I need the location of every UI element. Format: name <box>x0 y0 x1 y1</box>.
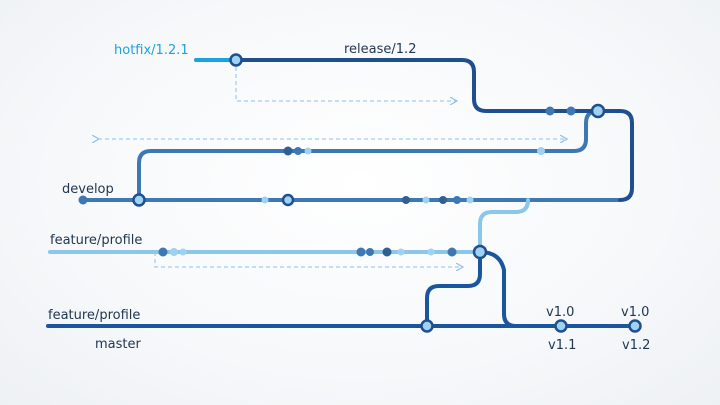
commit-node[interactable] <box>397 248 405 256</box>
commit-node[interactable] <box>466 196 474 204</box>
commit-node[interactable] <box>261 196 269 204</box>
commit-node[interactable] <box>566 106 576 116</box>
commit-node[interactable] <box>628 319 642 333</box>
branch-label-feature-upper: feature/profile <box>50 233 142 248</box>
commit-node[interactable] <box>170 248 178 256</box>
commit-node[interactable] <box>158 247 168 257</box>
commit-node[interactable] <box>179 248 187 256</box>
dashed-arrow-release <box>235 60 456 101</box>
branch-label-master: master <box>95 337 141 352</box>
branch-label-hotfix: hotfix/1.2.1 <box>114 43 189 58</box>
commit-node[interactable] <box>545 106 555 116</box>
branch-line-feature-to-develop <box>478 198 530 254</box>
dashed-arrow-feature <box>154 252 462 267</box>
commit-node[interactable] <box>402 196 410 204</box>
commit-node[interactable] <box>304 147 312 155</box>
tag-label-v1-2: v1.2 <box>622 338 650 353</box>
commit-node[interactable] <box>537 147 545 155</box>
branch-label-develop: develop <box>62 182 114 197</box>
branch-line-develop-loop <box>137 109 600 202</box>
commit-node[interactable] <box>229 53 243 67</box>
commit-node[interactable] <box>382 247 392 257</box>
branch-line-release <box>234 58 634 202</box>
commit-node[interactable] <box>78 195 88 205</box>
commit-node[interactable] <box>283 146 293 156</box>
tag-label-v1-0-b: v1.0 <box>621 305 649 320</box>
branch-label-release: release/1.2 <box>344 42 416 57</box>
commit-node[interactable] <box>453 196 461 204</box>
commit-node[interactable] <box>447 247 457 257</box>
tag-label-v1-0-a: v1.0 <box>546 305 574 320</box>
commit-node[interactable] <box>420 319 434 333</box>
commit-node[interactable] <box>356 247 366 257</box>
commit-node[interactable] <box>281 193 295 207</box>
commit-node[interactable] <box>554 319 568 333</box>
commit-node[interactable] <box>439 196 447 204</box>
commit-node[interactable] <box>590 103 606 119</box>
commit-node[interactable] <box>427 248 435 256</box>
commit-node[interactable] <box>366 248 374 256</box>
tag-label-v1-1: v1.1 <box>548 338 576 353</box>
branch-line-feature-to-master <box>478 250 518 328</box>
branch-line-master-to-feature <box>425 250 482 328</box>
commit-node[interactable] <box>422 196 430 204</box>
commit-node[interactable] <box>132 193 146 207</box>
branch-label-feature-lower: feature/profile <box>48 308 140 323</box>
commit-node[interactable] <box>294 147 302 155</box>
commit-node[interactable] <box>472 244 488 260</box>
